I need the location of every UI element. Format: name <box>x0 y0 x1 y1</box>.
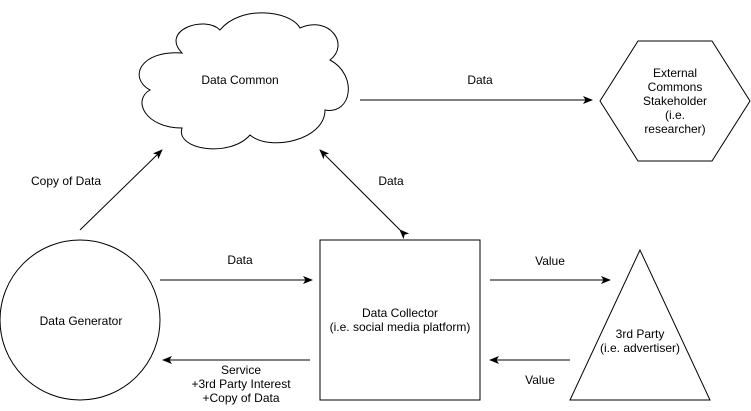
external-stakeholder-hexagon <box>599 40 751 162</box>
edge-label-collector-to-generator: Service +3rd Party Interest +Copy of Dat… <box>191 363 291 405</box>
external-stakeholder-label: External Commons Stakeholder (i.e. resea… <box>642 66 708 136</box>
data-common-cloud <box>138 12 349 150</box>
edge-label-common-to-stakeholder: Data <box>467 73 493 87</box>
data-common-label: Data Common <box>201 73 279 87</box>
data-generator-circle <box>0 239 161 401</box>
edge-label-collector-common: Data <box>378 174 404 188</box>
data-generator-label: Data Generator <box>39 314 123 328</box>
edge-label-third-party-to-collector: Value <box>525 373 555 387</box>
edge-label-generator-to-common: Copy of Data <box>30 174 102 188</box>
edge-label-generator-to-collector: Data <box>227 253 253 267</box>
edge-label-collector-to-third-party: Value <box>535 254 565 268</box>
edge-generator-to-common <box>79 149 163 231</box>
third-party-label: 3rd Party (i.e. advertiser) <box>599 327 681 355</box>
edge-collector-to-common <box>319 149 410 240</box>
third-party-triangle <box>569 248 711 401</box>
data-collector-label: Data Collector (i.e. social media platfo… <box>329 306 471 334</box>
data-collector-box <box>319 239 481 401</box>
